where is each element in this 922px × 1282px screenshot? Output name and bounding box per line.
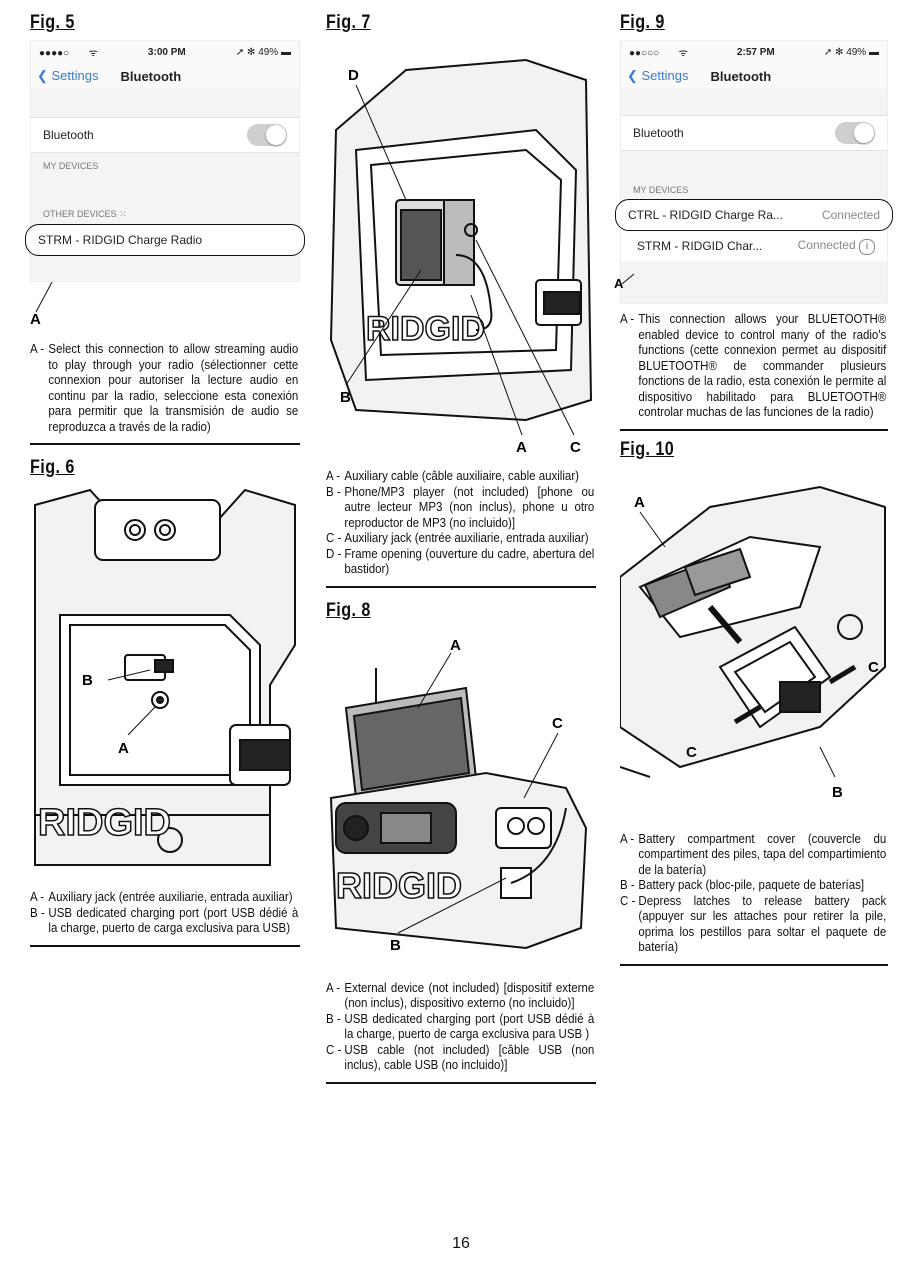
divider — [620, 428, 888, 431]
fig6-callout-b: B — [82, 672, 93, 689]
fig7-callout-a: A — [516, 439, 527, 456]
fig10-caption-b: B -Battery pack (bloc-pile, paquete de b… — [620, 878, 865, 892]
fig5-callout-a: A — [30, 311, 41, 328]
fig6-title: Fig. 6 — [30, 457, 75, 478]
fig9-phone-screenshot: ●●○○○ ᯤ 2:57 PM ➚ ✻ 49% ▬ ❮ Settings Blu… — [615, 40, 893, 304]
divider — [30, 443, 300, 445]
fig10-callout-c-left: C — [686, 744, 697, 761]
info-icon[interactable]: i — [859, 238, 875, 255]
fig10-caption: A -Battery compartment cover (couvercle … — [620, 832, 886, 956]
fig7-caption-a: A -Auxiliary cable (câble auxiliaire, ca… — [326, 469, 579, 483]
fig6-illustration: RIDGID B A — [34, 488, 296, 866]
fig7-caption: A -Auxiliary cable (câble auxiliaire, ca… — [326, 469, 594, 578]
fig8-title: Fig. 8 — [326, 599, 371, 621]
fig5-status-bar: ●●●●○ ᯤ 3:00 PM ➚ ✻ 49% ▬ — [31, 41, 299, 63]
fig9-caption-a: A -This connection allows your BLUETOOTH… — [620, 312, 887, 419]
fig5-time: 3:00 PM — [147, 46, 186, 58]
signal-dots-icon: ●●●●○ ᯤ — [39, 48, 98, 59]
fig8-callout-a: A — [450, 637, 461, 654]
fig7-callout-d: D — [348, 67, 359, 84]
fig9-callout-a: A — [614, 276, 624, 290]
fig5-back-button[interactable]: ❮ Settings — [37, 68, 99, 83]
fig9-device-strm[interactable]: STRM - RIDGID Char... Connected i — [621, 231, 887, 261]
fig10-caption-c: C -Depress latches to release battery pa… — [620, 893, 887, 955]
fig5-caption-a: A - Select this connection to allow stre… — [30, 342, 299, 434]
fig8-illustration: RIDGID A C B — [329, 637, 588, 954]
fig7-caption-d: D -Frame opening (ouverture du cadre, ab… — [326, 546, 595, 577]
fig9-bluetooth-label: Bluetooth — [633, 126, 684, 140]
divider — [326, 585, 596, 588]
bluetooth-icon: ➚ ✻ — [823, 46, 847, 58]
fig9-device1-label: CTRL - RIDGID Charge Ra... — [628, 208, 783, 222]
fig6-caption: A - Auxiliary jack (entrée auxiliarie, e… — [30, 890, 298, 937]
fig5-bluetooth-label: Bluetooth — [43, 128, 94, 142]
fig7-caption-b: B -Phone/MP3 player (not included) [phon… — [326, 484, 595, 530]
fig9-bluetooth-toggle[interactable] — [835, 122, 875, 144]
fig5-phone-screenshot: ●●●●○ ᯤ 3:00 PM ➚ ✻ 49% ▬ ❮ Settings Blu… — [25, 40, 305, 282]
fig9-device-ctrl[interactable]: CTRL - RIDGID Charge Ra... Connected — [615, 199, 893, 231]
fig5-title: Fig. 5 — [30, 12, 75, 33]
column-right: Fig. 9 ●●○○○ ᯤ 2:57 PM ➚ ✻ 49% ▬ ❮ Setti… — [614, 8, 893, 966]
fig6-callout-a: A — [118, 740, 129, 757]
fig9-status-bar: ●●○○○ ᯤ 2:57 PM ➚ ✻ 49% ▬ — [621, 41, 887, 63]
fig8-caption-c: C -USB cable (not included) [câble USB (… — [326, 1042, 595, 1073]
fig9-device1-status: Connected — [821, 208, 880, 222]
fig5-bluetooth-toggle[interactable] — [247, 124, 287, 146]
fig9-my-devices-header: MY DEVICES — [633, 185, 689, 195]
fig9-time: 2:57 PM — [736, 46, 775, 58]
fig5-my-devices-header: MY DEVICES — [43, 161, 99, 171]
fig9-nav-title: Bluetooth — [710, 68, 772, 84]
divider — [326, 1081, 596, 1084]
signal-dots-icon: ●●○○○ ᯤ — [629, 48, 688, 59]
fig7-title: Fig. 7 — [326, 12, 371, 33]
fig5-device-strm[interactable]: STRM - RIDGID Charge Radio — [25, 224, 305, 256]
fig5-callout-leader: A — [30, 281, 53, 328]
fig9-device2-label: STRM - RIDGID Char... — [637, 239, 763, 253]
column-left: Fig. 5 ●●●●○ ᯤ 3:00 PM ➚ ✻ 49% ▬ ❮ Setti… — [25, 8, 305, 947]
fig5-bluetooth-row: Bluetooth — [31, 117, 299, 153]
fig6-caption-a: A - Auxiliary jack (entrée auxiliarie, e… — [30, 890, 293, 904]
fig6-brand-logo: RIDGID — [38, 802, 171, 844]
divider — [620, 963, 888, 966]
fig10-caption-a: A -Battery compartment cover (couvercle … — [620, 831, 887, 877]
column-middle: Fig. 7 RIDGID D B A C A -Auxiliary cable… — [326, 8, 596, 1084]
fig10-callout-c-right: C — [868, 659, 879, 676]
fig5-device-label: STRM - RIDGID Charge Radio — [38, 233, 203, 247]
fig10-callout-a: A — [634, 494, 645, 511]
fig9-callout-leader: A — [614, 273, 635, 290]
fig9-nav-bar: ❮ Settings Bluetooth — [621, 63, 887, 89]
fig8-caption: A -External device (not included) [dispo… — [326, 981, 594, 1074]
fig5-battery: 49% — [258, 46, 279, 58]
fig9-bluetooth-row: Bluetooth — [621, 115, 887, 151]
fig9-title: Fig. 9 — [620, 12, 665, 33]
battery-icon: ▬ — [868, 46, 879, 58]
fig8-caption-a: A -External device (not included) [dispo… — [326, 980, 595, 1011]
fig9-caption: A -This connection allows your BLUETOOTH… — [620, 312, 886, 421]
page-number: 16 — [452, 1235, 470, 1252]
fig9-device2-status: Connected — [797, 237, 856, 252]
fig7-brand-logo: RIDGID — [366, 310, 485, 348]
fig9-battery: 49% — [846, 46, 867, 58]
fig7-illustration: RIDGID D B A C — [329, 58, 593, 456]
divider — [30, 944, 300, 947]
fig7-callout-b: B — [340, 389, 351, 406]
fig7-caption-c: C -Auxiliary jack (entrée auxiliarie, en… — [326, 531, 589, 545]
bluetooth-icon: ➚ ✻ — [235, 46, 259, 58]
fig5-nav-bar: ❮ Settings Bluetooth — [31, 63, 299, 89]
fig6-caption-b: B - USB dedicated charging port (port US… — [30, 905, 299, 936]
fig8-callout-c: C — [552, 715, 563, 732]
fig8-caption-b: B -USB dedicated charging port (port USB… — [326, 1011, 595, 1042]
fig5-nav-title: Bluetooth — [120, 68, 182, 84]
fig5-other-devices-header: OTHER DEVICES ⁙ — [43, 209, 127, 219]
fig10-callout-b: B — [832, 784, 843, 801]
fig8-brand-logo: RIDGID — [336, 865, 462, 906]
fig7-callout-c: C — [570, 439, 581, 456]
spinner-icon: ⁙ — [119, 209, 127, 219]
fig8-callout-b: B — [390, 937, 401, 954]
fig10-illustration: A C C B — [619, 485, 886, 801]
fig5-caption: A - Select this connection to allow stre… — [30, 342, 298, 435]
fig9-back-button[interactable]: ❮ Settings — [627, 68, 689, 83]
battery-icon: ▬ — [280, 46, 291, 58]
fig10-title: Fig. 10 — [620, 438, 675, 460]
